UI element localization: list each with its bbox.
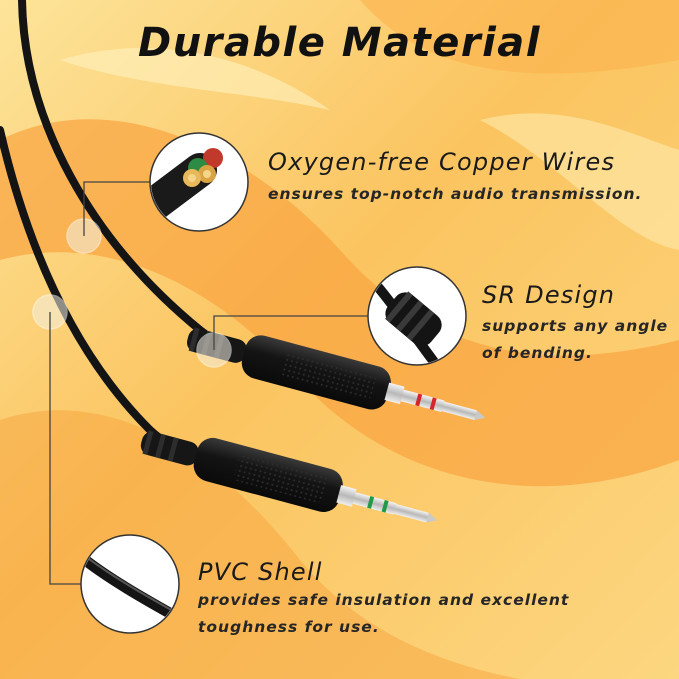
- feature-description-pvc-line1: provides safe insulation and excellent: [198, 591, 570, 609]
- feature-description-pvc-line2: toughness for use.: [198, 618, 380, 636]
- strain-relief-closeup-icon: [367, 266, 467, 366]
- copper-wires-closeup-icon: [149, 132, 249, 232]
- feature-description-sr-line1: supports any angle: [482, 317, 669, 335]
- page-title: Durable Material: [138, 20, 541, 66]
- feature-heading-sr: SR Design: [482, 281, 616, 309]
- feature-heading-pvc: PVC Shell: [198, 558, 323, 586]
- feature-heading-copper: Oxygen-free Copper Wires: [268, 148, 616, 176]
- feature-description-sr-line2: of bending.: [482, 344, 593, 362]
- feature-description-copper: ensures top-notch audio transmission.: [268, 185, 643, 203]
- jack-plug-green: [140, 430, 438, 523]
